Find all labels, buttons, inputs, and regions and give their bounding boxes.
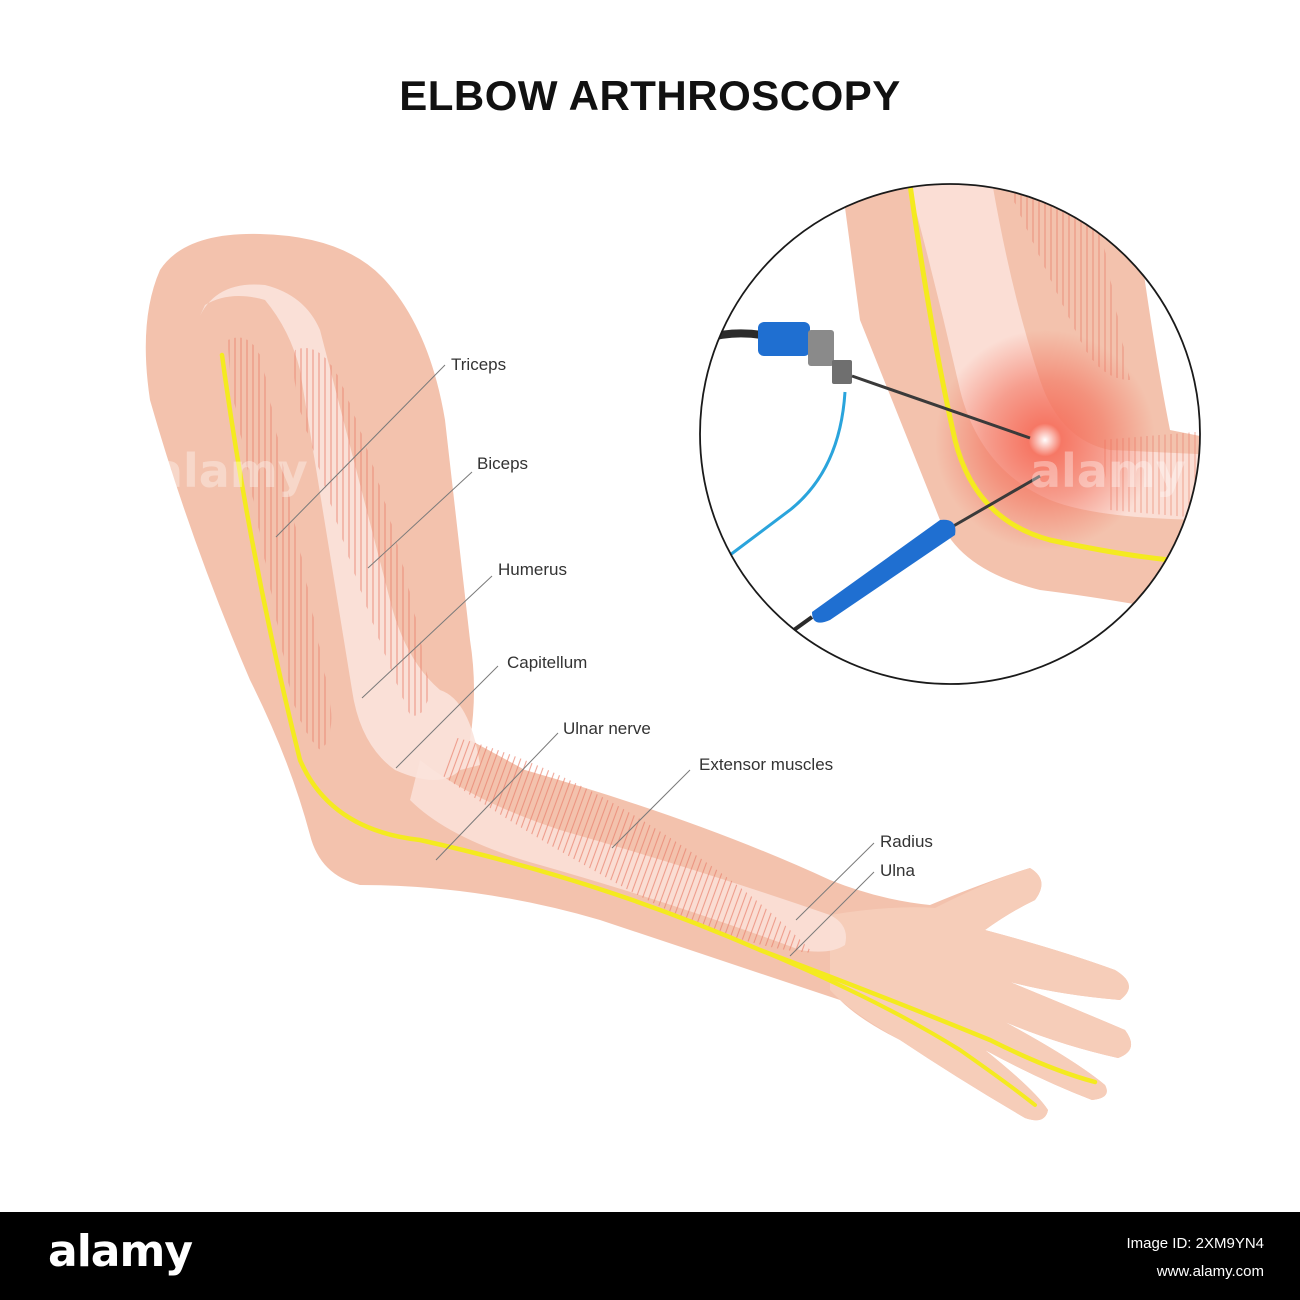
- label-triceps: Triceps: [451, 355, 506, 374]
- label-ulna: Ulna: [880, 861, 916, 880]
- inset-ulnar-nerve: [905, 184, 1173, 563]
- label-capitellum: Capitellum: [507, 653, 587, 672]
- watermark-left: alamy: [152, 444, 308, 498]
- label-ulnar-nerve: Ulnar nerve: [563, 719, 651, 738]
- stock-footer: alamy Image ID: 2XM9YN4 www.alamy.com: [0, 1212, 1300, 1300]
- ulna-leader: [789, 871, 875, 957]
- label-radius: Radius: [880, 832, 933, 851]
- footer-info: Image ID: 2XM9YN4 www.alamy.com: [1126, 1230, 1264, 1286]
- footer-logo: alamy: [48, 1226, 193, 1277]
- extensor-muscles-leader: [611, 769, 691, 849]
- page-title: ELBOW ARTHROSCOPY: [399, 72, 901, 119]
- humerus-leader: [361, 575, 493, 699]
- probe-shaft: [949, 474, 1041, 530]
- ulnar-nerve-branch: [758, 948, 1037, 1107]
- arthroscope-connector: [808, 330, 834, 366]
- triceps-muscle: [228, 337, 332, 750]
- arthroscope-shaft: [851, 374, 1031, 440]
- biceps-leader: [367, 471, 473, 569]
- leader-lines: [275, 364, 875, 957]
- anatomy-illustration: alamy alamy Triceps Biceps Humerus Capit…: [145, 183, 1201, 1121]
- arm-illustration: [145, 233, 1132, 1121]
- label-humerus: Humerus: [498, 560, 567, 579]
- inflammation-area: [935, 330, 1155, 550]
- biceps-muscle: [294, 348, 430, 716]
- arm-skin: [145, 233, 1132, 1121]
- arthroscope-collar: [832, 360, 852, 384]
- ulnar-nerve-leader: [435, 732, 559, 861]
- probe-handle: [812, 519, 956, 623]
- triceps-leader: [275, 364, 446, 538]
- irrigation-tube: [729, 391, 847, 557]
- label-extensor-muscles: Extensor muscles: [699, 755, 833, 774]
- footer-url: www.alamy.com: [1156, 1263, 1264, 1280]
- watermark-right: alamy: [1030, 444, 1186, 498]
- arthroscope: [700, 322, 1031, 557]
- radius-leader: [795, 842, 875, 921]
- extensor-muscle: [441, 737, 814, 953]
- image-id-text: Image ID: 2XM9YN4: [1126, 1235, 1264, 1252]
- capitellum-leader: [395, 665, 499, 769]
- label-biceps: Biceps: [477, 454, 528, 473]
- inset-border: [699, 183, 1201, 685]
- hand: [830, 868, 1132, 1121]
- arthroscopy-inset: [699, 183, 1201, 685]
- arthroscope-handle: [758, 322, 810, 356]
- ulnar-nerve: [219, 352, 1098, 1085]
